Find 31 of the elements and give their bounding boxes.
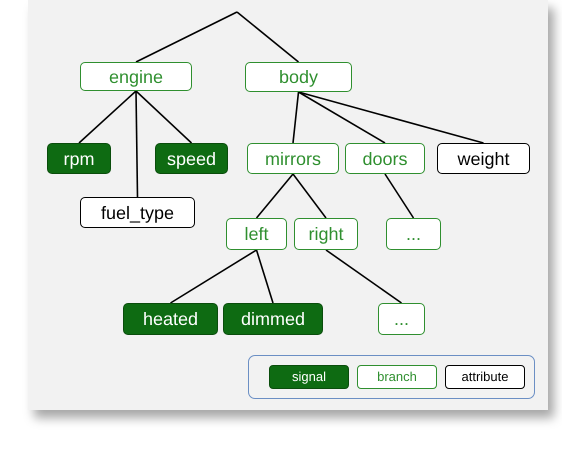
legend-swatch: attribute — [445, 365, 525, 389]
tree-line — [78, 90, 137, 144]
legend-swatch: branch — [357, 365, 437, 389]
branch-node: ... — [378, 303, 425, 335]
branch-node: ... — [386, 218, 441, 250]
tree-line — [256, 174, 294, 218]
tree-line — [298, 91, 484, 144]
branch-node: right — [294, 218, 358, 250]
branch-node: mirrors — [247, 143, 339, 174]
attribute-node: weight — [437, 143, 530, 174]
tree-line — [292, 174, 327, 218]
tree-line — [384, 174, 414, 218]
signal-node: heated — [123, 303, 218, 335]
tree-line — [292, 92, 300, 144]
branch-node: engine — [80, 62, 192, 91]
tree-line — [298, 91, 386, 144]
legend-swatch: signal — [269, 365, 349, 389]
tree-line — [135, 90, 192, 144]
attribute-node: fuel_type — [80, 197, 195, 228]
tree-line — [236, 11, 299, 63]
tree-line — [136, 11, 238, 63]
signal-node: speed — [155, 143, 228, 174]
tree-line — [170, 249, 257, 304]
tree-line — [256, 250, 274, 304]
branch-node: left — [226, 218, 287, 250]
branch-node: body — [245, 62, 352, 92]
branch-node: doors — [345, 143, 425, 174]
tree-line — [326, 249, 402, 304]
signal-node: rpm — [47, 143, 111, 174]
signal-node: dimmed — [223, 303, 323, 335]
tree-line — [135, 90, 138, 198]
